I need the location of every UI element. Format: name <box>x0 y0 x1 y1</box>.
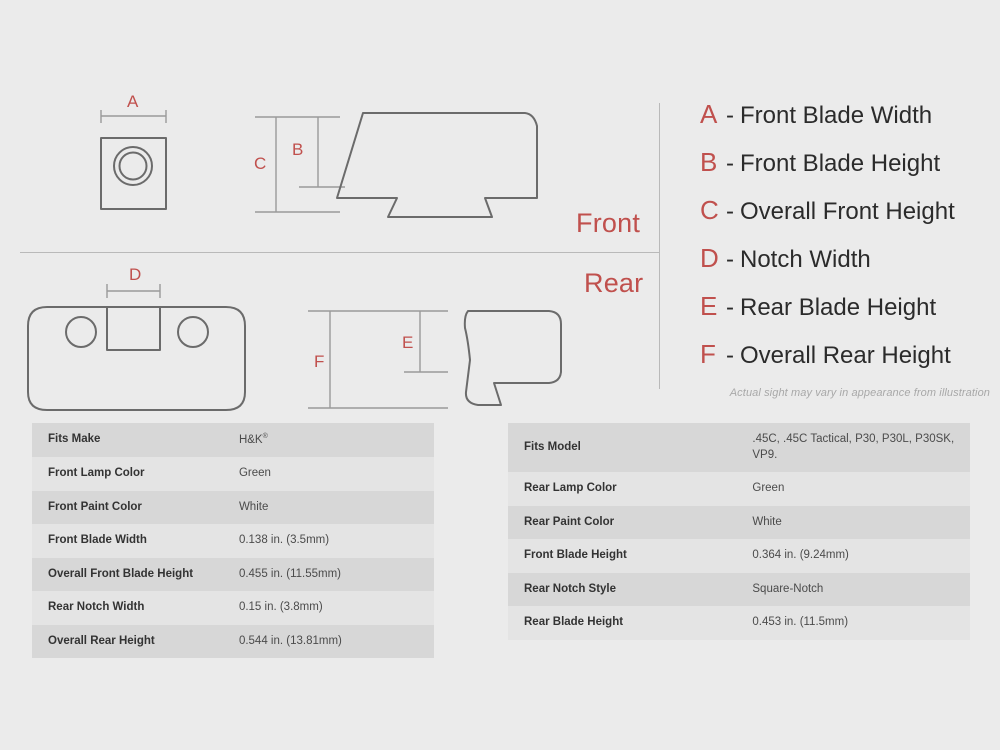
sight-diagrams <box>27 110 562 411</box>
spec-key: Fits Model <box>508 423 751 473</box>
rear-sight-lamp-left <box>65 316 97 348</box>
spec-table-left: Fits Make H&K® Front Lamp Color Green Fr… <box>32 423 434 659</box>
legend-item-d: D - Notch Width <box>700 243 990 291</box>
dimension-label-d: D <box>129 265 142 284</box>
spec-key: Front Paint Color <box>32 490 237 525</box>
table-row: Rear Notch Style Square-Notch <box>508 572 970 607</box>
dimension-label-a: A <box>127 92 139 111</box>
spec-key: Overall Rear Height <box>32 624 237 659</box>
dimension-label-c: C <box>254 154 267 173</box>
legend-dash-e: - <box>726 294 734 321</box>
front-sight-face-outline <box>100 137 167 210</box>
spec-key: Front Lamp Color <box>32 457 237 491</box>
spec-key: Front Blade Height <box>508 539 751 573</box>
spec-value: 0.15 in. (3.8mm) <box>236 591 434 625</box>
spec-key: Overall Front Blade Height <box>32 557 237 592</box>
spec-key: Rear Lamp Color <box>508 472 751 506</box>
legend-dash-d: - <box>726 246 734 273</box>
spec-value: White <box>750 505 970 540</box>
spec-value: 0.138 in. (3.5mm) <box>236 524 434 558</box>
table-row: Rear Lamp Color Green <box>508 472 970 506</box>
table-row: Overall Front Blade Height 0.455 in. (11… <box>32 557 434 592</box>
table-row: Rear Paint Color White <box>508 505 970 540</box>
legend-key-c: C <box>700 195 719 225</box>
spec-key: Front Blade Width <box>32 524 237 558</box>
table-row: Overall Rear Height 0.544 in. (13.81mm) <box>32 624 434 659</box>
table-row: Front Paint Color White <box>32 490 434 525</box>
table-row: Fits Make H&K® <box>32 423 434 458</box>
table-row: Front Lamp Color Green <box>32 457 434 491</box>
table-row: Rear Blade Height 0.453 in. (11.5mm) <box>508 606 970 640</box>
spec-value: .45C, .45C Tactical, P30, P30L, P30SK, V… <box>750 423 970 473</box>
legend-label-e: Rear Blade Height <box>740 294 937 321</box>
spec-value: Square-Notch <box>750 572 970 607</box>
legend-label-f: Overall Rear Height <box>740 342 951 369</box>
spec-value: 0.544 in. (13.81mm) <box>236 624 434 659</box>
front-sight-ring-outer <box>113 146 153 186</box>
spec-value: Green <box>750 472 970 506</box>
spec-key: Rear Notch Width <box>32 591 237 625</box>
legend-label-a: Front Blade Width <box>740 102 933 129</box>
rear-sight-profile-outline <box>463 310 562 406</box>
spec-value: White <box>236 490 434 525</box>
legend-key-d: D <box>700 243 719 273</box>
dimension-label-f: F <box>314 352 325 371</box>
table-row: Front Blade Height 0.364 in. (9.24mm) <box>508 539 970 573</box>
legend-item-f: F - Overall Rear Height <box>700 339 990 387</box>
spec-value: H&K® <box>236 423 434 458</box>
rear-sight-face-outline <box>27 306 246 411</box>
legend-key-f: F <box>700 339 716 369</box>
spec-key: Fits Make <box>32 423 237 458</box>
legend-dash-c: - <box>726 198 734 225</box>
legend-dash-f: - <box>726 342 734 369</box>
registered-mark: ® <box>262 433 268 440</box>
dimension-label-e: E <box>402 333 414 352</box>
table-row: Fits Model .45C, .45C Tactical, P30, P30… <box>508 423 970 473</box>
legend-label-c: Overall Front Height <box>740 198 955 225</box>
spec-value: Green <box>236 457 434 491</box>
legend-key-b: B <box>700 147 718 177</box>
view-label-front: Front <box>576 208 641 238</box>
legend-item-b: B - Front Blade Height <box>700 147 990 195</box>
legend-item-e: E - Rear Blade Height <box>700 291 990 339</box>
spec-value: 0.455 in. (11.55mm) <box>236 557 434 592</box>
spec-key: Rear Paint Color <box>508 505 751 540</box>
horizontal-divider <box>20 252 659 253</box>
table-row: Front Blade Width 0.138 in. (3.5mm) <box>32 524 434 558</box>
vertical-divider <box>659 103 660 389</box>
table-row: Rear Notch Width 0.15 in. (3.8mm) <box>32 591 434 625</box>
legend-key-a: A <box>700 99 718 129</box>
rear-sight-lamp-right <box>177 316 209 348</box>
rear-sight-notch-outline <box>106 306 161 351</box>
spec-key: Rear Blade Height <box>508 606 751 640</box>
spec-table-right: Fits Model .45C, .45C Tactical, P30, P30… <box>508 423 970 640</box>
spec-value: 0.453 in. (11.5mm) <box>750 606 970 640</box>
spec-value-text: H&K <box>238 433 263 446</box>
legend-dash-a: - <box>726 102 734 129</box>
view-label-rear: Rear <box>584 268 644 298</box>
legend-item-c: C - Overall Front Height <box>700 195 990 243</box>
legend-dash-b: - <box>726 150 734 177</box>
legend-label-b: Front Blade Height <box>740 150 941 177</box>
dimension-label-b: B <box>292 140 304 159</box>
legend: A - Front Blade Width B - Front Blade He… <box>700 99 990 387</box>
illustration-disclaimer: Actual sight may vary in appearance from… <box>729 387 990 399</box>
legend-label-d: Notch Width <box>740 246 871 273</box>
dimension-lines <box>100 110 448 409</box>
front-sight-profile-outline <box>336 112 538 218</box>
legend-item-a: A - Front Blade Width <box>700 99 990 147</box>
spec-value: 0.364 in. (9.24mm) <box>750 539 970 573</box>
legend-key-e: E <box>700 291 718 321</box>
spec-key: Rear Notch Style <box>508 572 751 607</box>
front-sight-lamp-inner <box>118 151 148 181</box>
